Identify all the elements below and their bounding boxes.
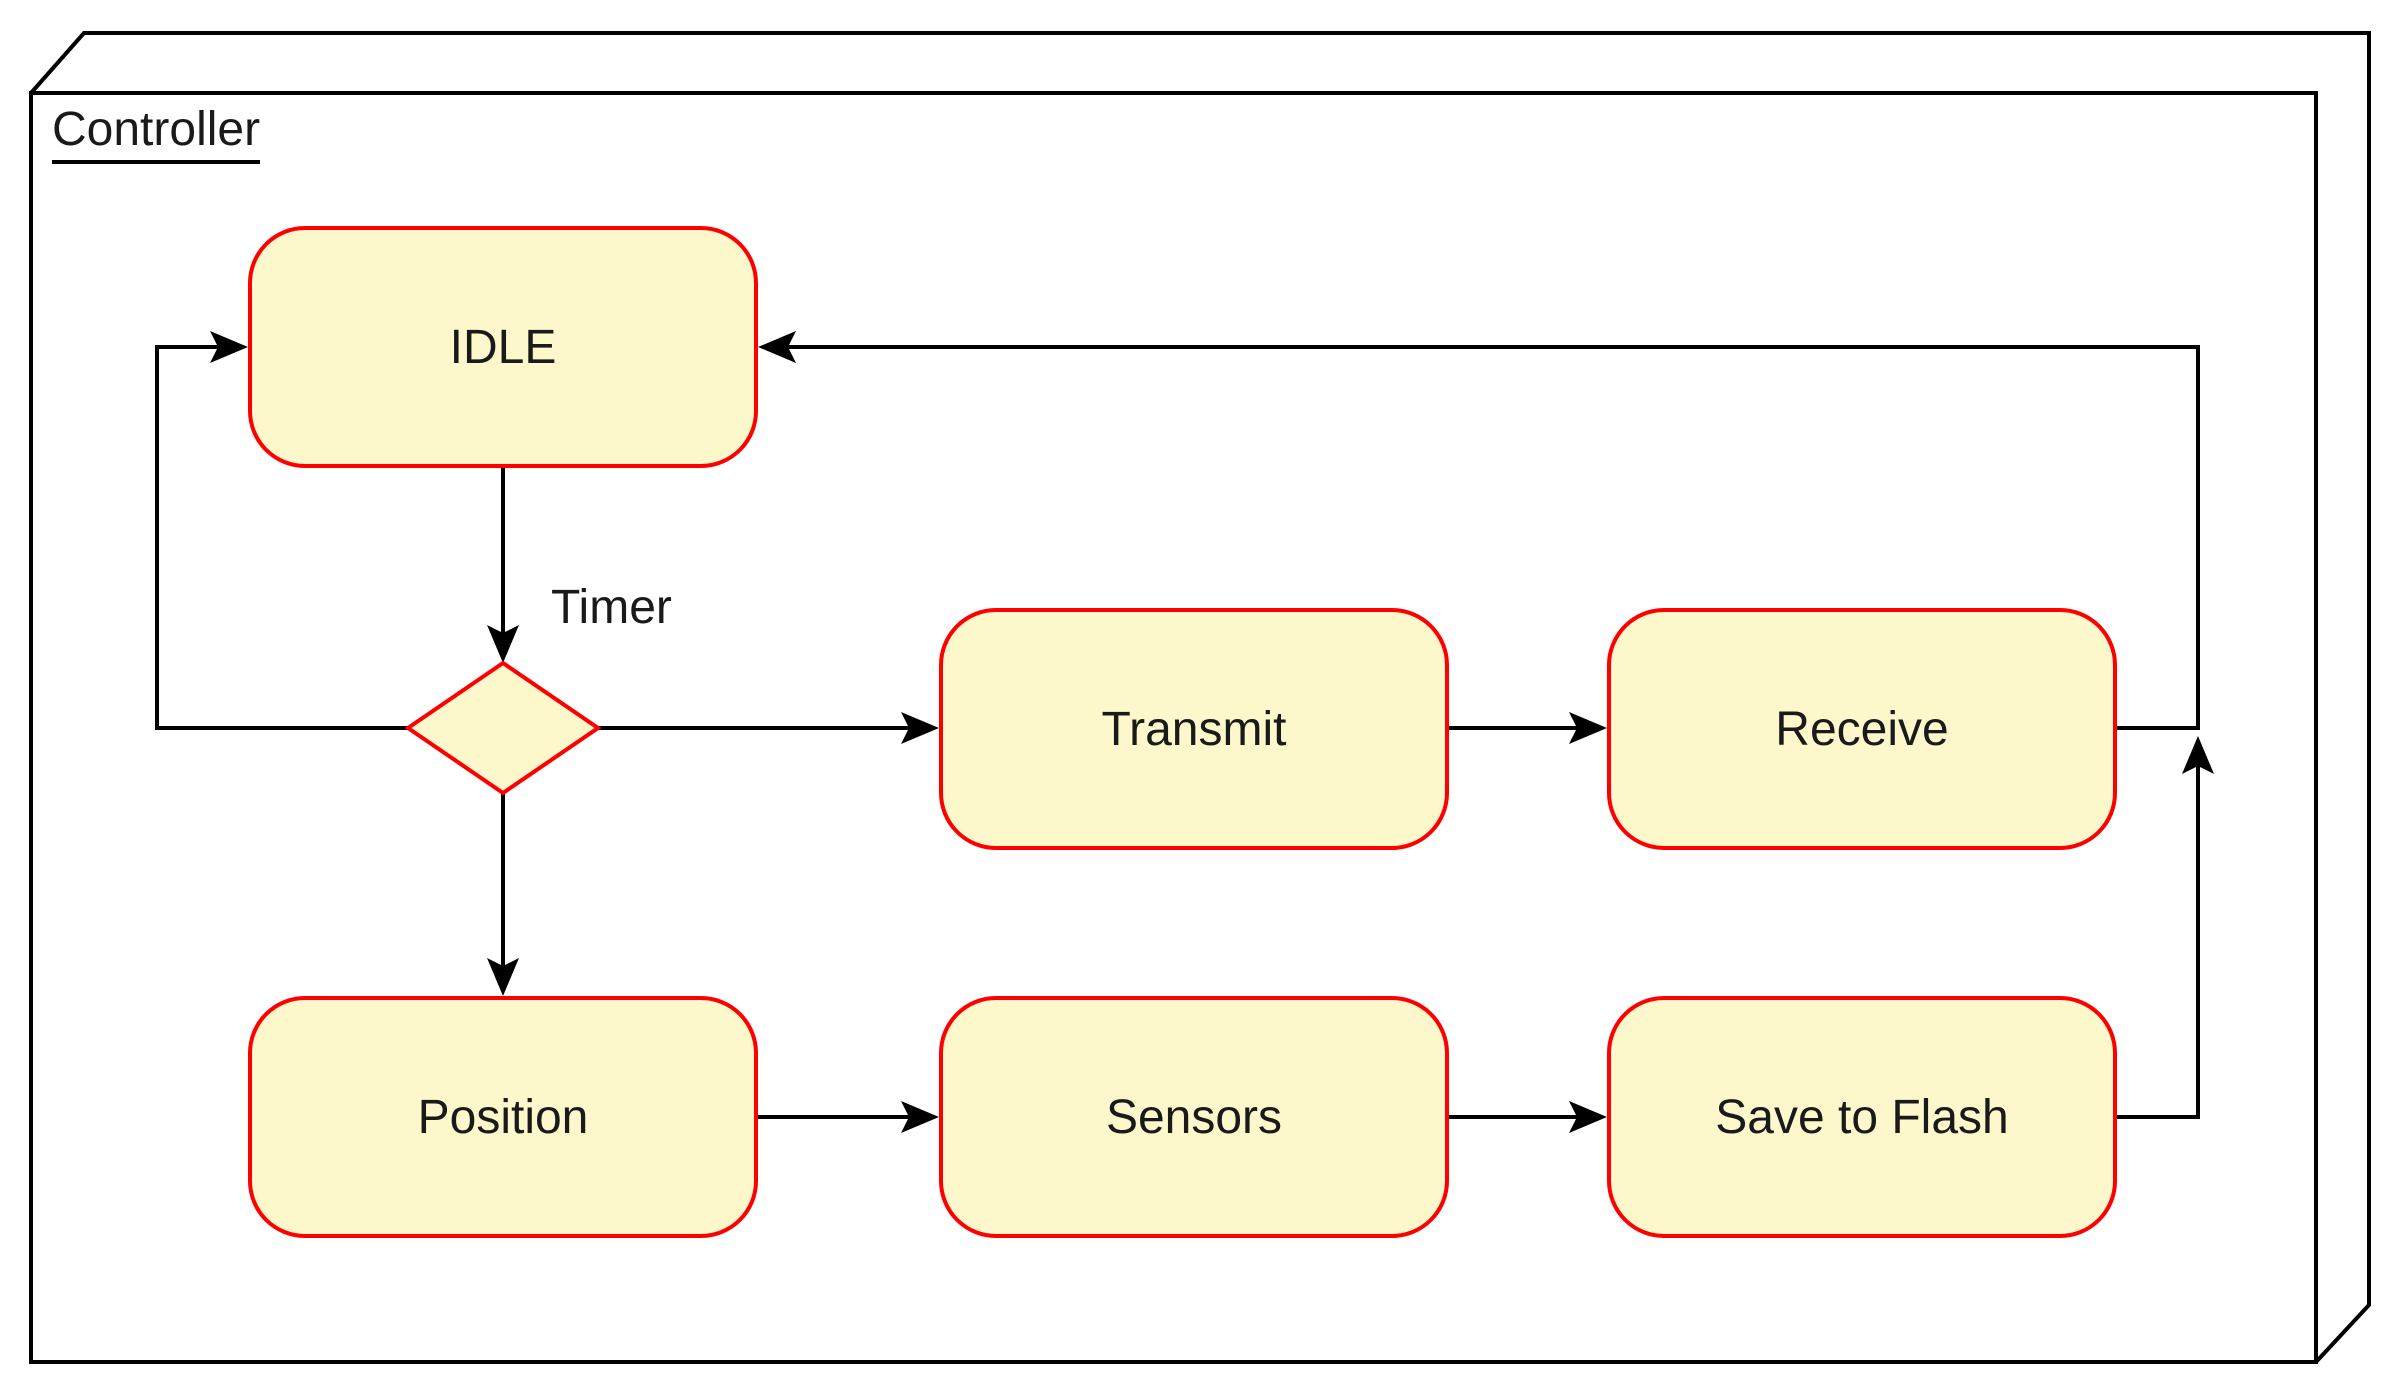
arrowhead-into-save — [1569, 1101, 1607, 1133]
arrowhead-up-into-junction — [2182, 736, 2214, 774]
arrowhead-into-sensors — [901, 1101, 939, 1133]
arrowhead-into-transmit — [901, 712, 939, 744]
arrowhead-into-idle-left — [210, 331, 248, 363]
state-label-transmit: Transmit — [1101, 702, 1287, 756]
edge-label-timer: Timer — [551, 581, 672, 634]
state-label-position: Position — [417, 1090, 589, 1144]
controller-node-title-text: Controller — [52, 102, 261, 164]
state-node-transmit[interactable]: Transmit — [939, 608, 1449, 850]
edge-save-to-junction — [2117, 766, 2200, 1119]
state-node-save-to-flash[interactable]: Save to Flash — [1607, 996, 2117, 1238]
state-node-sensors[interactable]: Sensors — [939, 996, 1449, 1238]
state-node-receive[interactable]: Receive — [1607, 608, 2117, 850]
decision-diamond-node[interactable] — [404, 660, 602, 796]
edge-receive-to-idle — [788, 345, 2200, 730]
edge-decision-to-idle — [155, 345, 408, 730]
controller-node-front-face — [29, 91, 2318, 1364]
controller-node-title: Controller — [52, 102, 261, 164]
arrowhead-into-position — [487, 958, 519, 996]
state-label-receive: Receive — [1775, 702, 1949, 756]
arrowhead-into-idle-right — [758, 331, 796, 363]
state-label-save-to-flash: Save to Flash — [1715, 1090, 2009, 1144]
state-node-idle[interactable]: IDLE — [248, 226, 758, 468]
controller-node-3d-edges — [29, 31, 2371, 1364]
state-node-position[interactable]: Position — [248, 996, 758, 1238]
state-label-idle: IDLE — [449, 320, 557, 374]
arrowhead-into-receive — [1569, 712, 1607, 744]
state-label-sensors: Sensors — [1105, 1090, 1283, 1144]
arrowhead-into-decision — [487, 625, 519, 663]
